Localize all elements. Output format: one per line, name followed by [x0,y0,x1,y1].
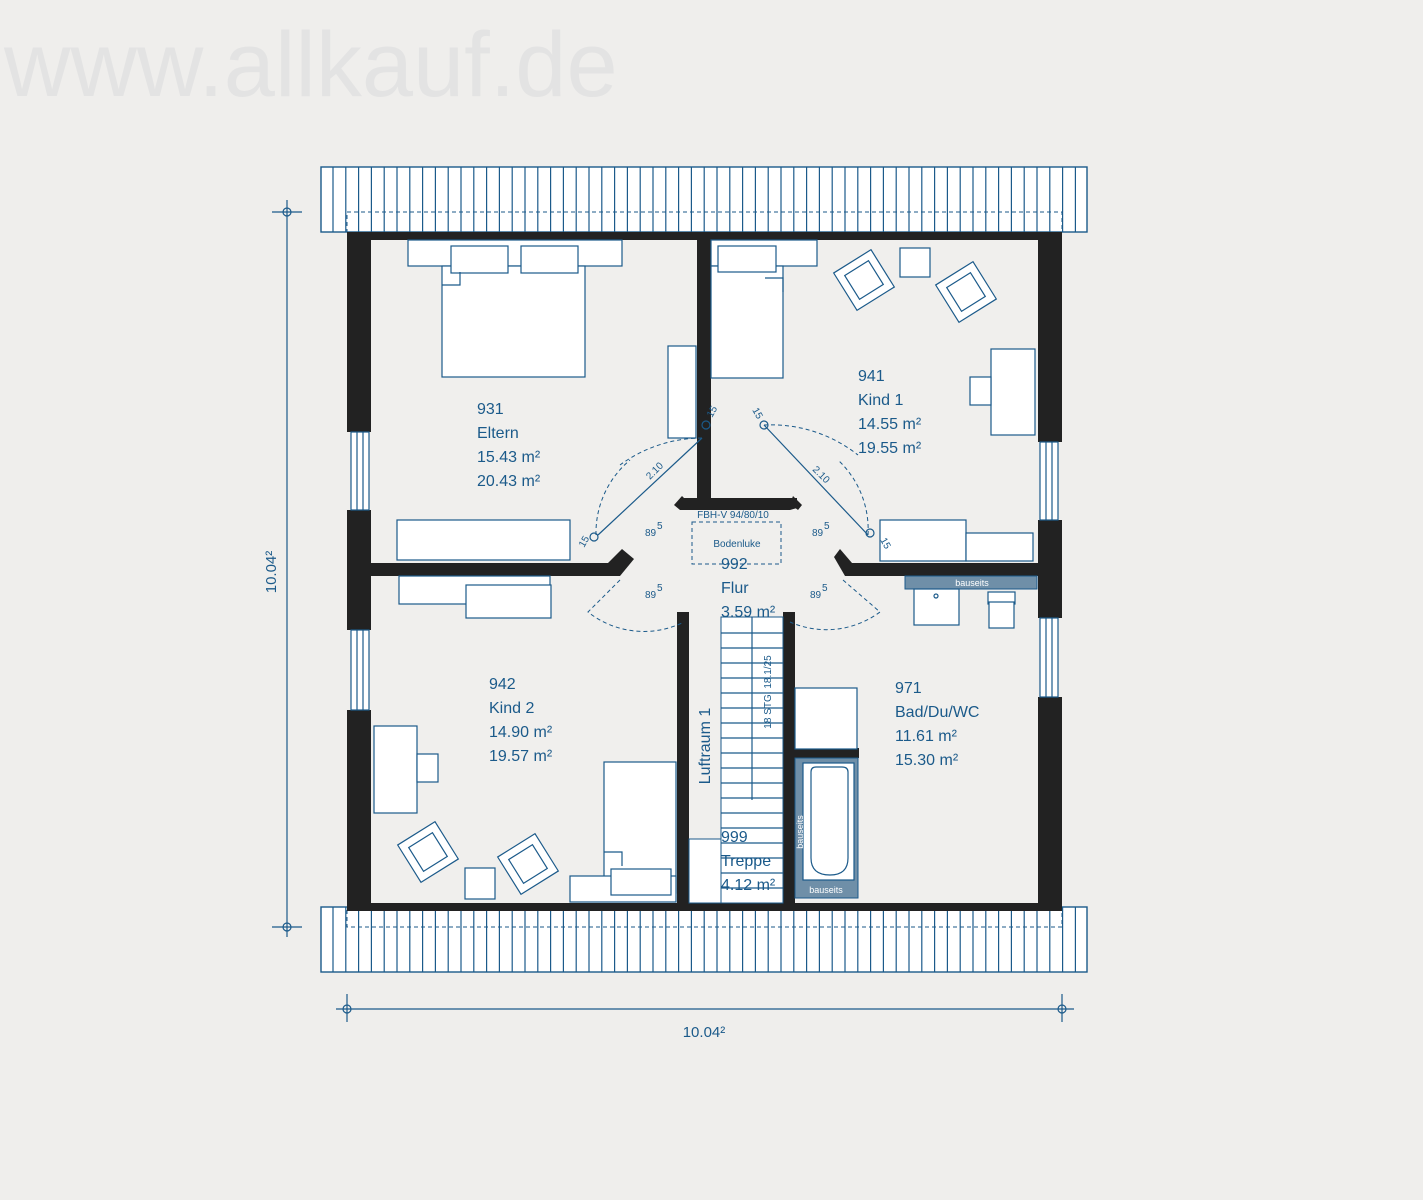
sink [913,588,960,626]
dresser-kind1 [879,519,967,562]
bauseits-top-label: bauseits [955,578,989,588]
svg-text:Bad/Du/WC: Bad/Du/WC [895,704,979,721]
staircase [688,616,784,904]
svg-text:15.30 m²: 15.30 m² [895,752,959,769]
svg-text:4.12 m²: 4.12 m² [721,877,776,894]
room-label-eltern: 931 Eltern 15.43 m² 20.43 m² [477,401,541,490]
svg-text:89: 89 [645,528,657,539]
dresser-eltern [396,519,571,561]
svg-text:89: 89 [810,590,822,601]
svg-text:5: 5 [822,583,828,594]
svg-text:20.43 m²: 20.43 m² [477,473,541,490]
svg-text:941: 941 [858,368,885,385]
svg-text:89: 89 [812,528,824,539]
svg-text:Kind 1: Kind 1 [858,392,903,409]
single-bed-kind2 [569,761,677,903]
bauseits-bottom-label: bauseits [809,885,843,895]
door-arcs [587,420,881,632]
svg-text:15: 15 [877,536,892,552]
svg-text:Treppe: Treppe [721,853,771,870]
svg-text:Flur: Flur [721,580,749,597]
single-bed-kind1 [710,239,818,379]
bodenluke-label: Bodenluke [713,539,761,550]
svg-text:Kind 2: Kind 2 [489,700,534,717]
double-bed [407,239,623,378]
dimension-horizontal-label: 10.04² [683,1024,726,1041]
bauseits-side-label: bauseits [795,815,805,849]
svg-text:19.55 m²: 19.55 m² [858,440,922,457]
svg-text:15.43 m²: 15.43 m² [477,449,541,466]
nightstand-kind1 [899,247,931,278]
dimension-vertical: 10.04² [263,200,302,937]
svg-text:15: 15 [577,534,592,550]
svg-text:14.90 m²: 14.90 m² [489,724,553,741]
room-label-bad: 971 Bad/Du/WC 11.61 m² 15.30 m² [895,680,979,769]
svg-text:5: 5 [657,521,663,532]
wardrobe-eltern [667,345,697,439]
room-label-treppe: 999 Treppe 4.12 m² [721,829,776,894]
windows [350,431,1059,711]
svg-text:992: 992 [721,556,748,573]
armchair-kind2-a [396,820,460,884]
dimension-vertical-label: 10.04² [263,551,280,594]
bodenluke-hatch [691,521,782,565]
roof-bottom [320,906,1088,973]
fbh-label: FBH-V 94/80/10 [697,510,769,521]
svg-text:14.55 m²: 14.55 m² [858,416,922,433]
desk-kind1 [990,348,1036,436]
chair-kind2 [416,753,439,783]
svg-text:971: 971 [895,680,922,697]
interior-walls [370,240,1040,904]
svg-text:19.57 m²: 19.57 m² [489,748,553,765]
dresser-kind1-b [965,532,1034,562]
armchair-kind1-a [832,248,896,312]
nightstand-kind2 [464,867,496,900]
shower [794,687,858,750]
room-label-kind1: 941 Kind 1 14.55 m² 19.55 m² [858,368,922,457]
stairs-label: 18 STG. 18.1/25 [763,655,774,729]
svg-text:931: 931 [477,401,504,418]
exterior-walls [347,232,1062,911]
svg-text:Eltern: Eltern [477,425,519,442]
armchair-kind1-b [934,260,998,324]
svg-text:942: 942 [489,676,516,693]
svg-text:5: 5 [824,521,830,532]
svg-text:15: 15 [705,404,720,420]
svg-text:999: 999 [721,829,748,846]
svg-text:11.61 m²: 11.61 m² [895,728,958,745]
roof-top [320,166,1088,233]
shelf-kind2-b [465,584,552,619]
desk-kind2 [373,725,418,814]
svg-text:15: 15 [749,406,764,422]
toilet [987,591,1016,629]
chair-kind1 [969,376,992,406]
luftraum-label: Luftraum 1 [697,708,714,785]
bathtub [794,757,859,899]
bauseits-counter [904,575,1038,590]
armchair-kind2-b [496,832,560,896]
dimension-horizontal: 10.04² [336,994,1074,1041]
svg-text:5: 5 [657,583,663,594]
svg-text:3.59 m²: 3.59 m² [721,604,776,621]
room-label-flur: 992 Flur 3.59 m² [721,556,776,621]
svg-text:89: 89 [645,590,657,601]
room-label-kind2: 942 Kind 2 14.90 m² 19.57 m² [489,676,553,765]
watermark: www.allkauf.de [3,14,618,116]
